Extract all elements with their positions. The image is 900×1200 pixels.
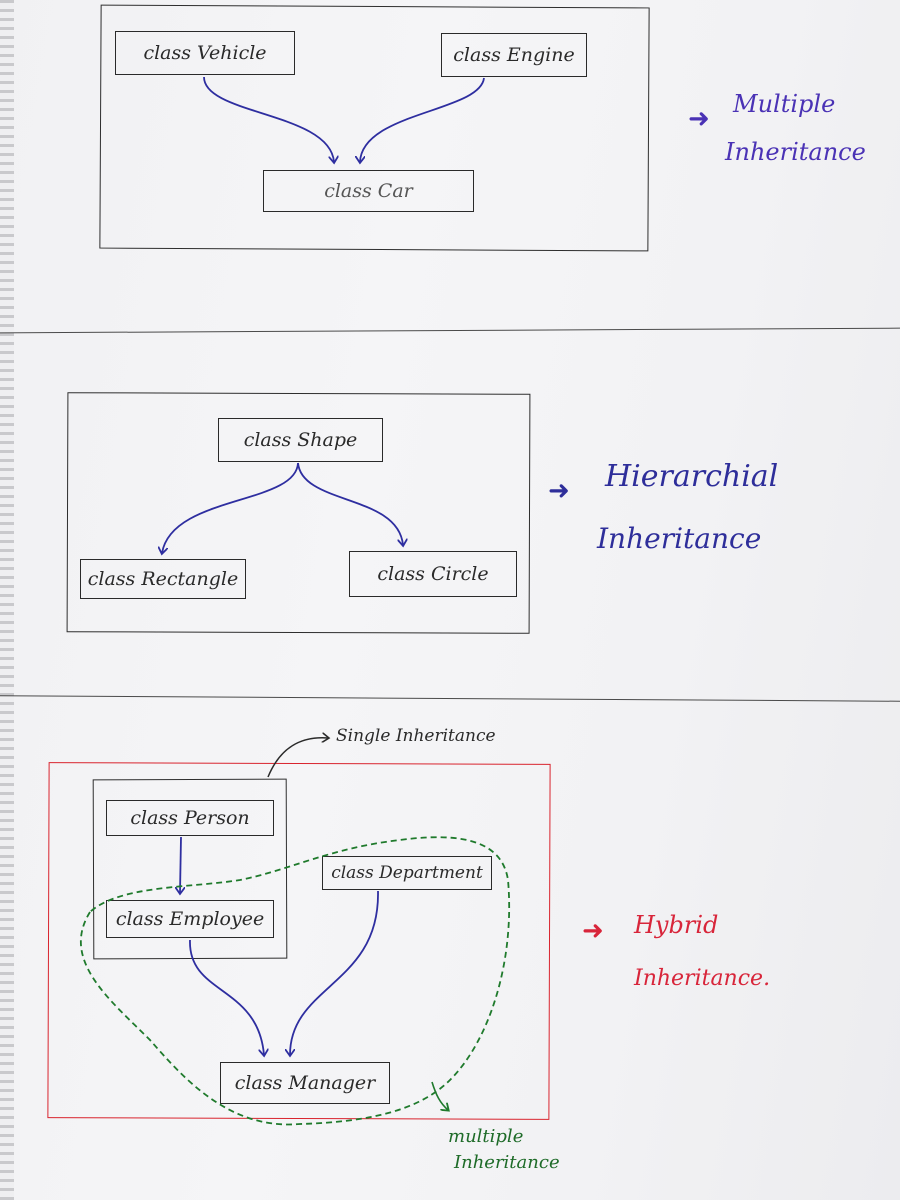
class-shape-box: class Shape xyxy=(218,418,383,462)
arrow-right-icon: ➜ xyxy=(582,916,604,946)
arrow-to-multiple-annotation xyxy=(431,1081,448,1110)
class-engine-label: class Engine xyxy=(453,44,575,66)
single-inheritance-annotation: Single Inheritance xyxy=(336,726,496,746)
class-person-box: class Person xyxy=(106,800,274,836)
arrow-right-icon: ➜ xyxy=(548,476,570,506)
class-manager-label: class Manager xyxy=(234,1072,376,1094)
arrow-to-single-annotation xyxy=(267,738,328,778)
multiple-annotation-line1: multiple xyxy=(448,1126,524,1147)
class-manager-box: class Manager xyxy=(220,1062,390,1104)
class-department-box: class Department xyxy=(322,856,492,890)
class-vehicle-box: class Vehicle xyxy=(115,31,295,75)
arrow-shape-to-rectangle xyxy=(162,462,299,553)
arrow-shape-to-circle xyxy=(297,462,403,545)
multiple-label-line2: Inheritance xyxy=(725,138,866,166)
class-rectangle-label: class Rectangle xyxy=(87,568,239,590)
arrow-right-icon: ➜ xyxy=(688,104,710,134)
arrow-vehicle-to-car xyxy=(203,76,334,162)
multiple-label-line1: Multiple xyxy=(733,90,836,118)
multiple-inheritance-annotation: multiple Inheritance xyxy=(448,1124,560,1176)
arrow-department-to-manager xyxy=(290,890,379,1055)
arrow-person-to-employee xyxy=(180,836,181,893)
multiple-inheritance-dashed-outline xyxy=(79,836,511,1126)
class-car-box: class Car xyxy=(263,170,474,212)
class-engine-box: class Engine xyxy=(441,33,587,77)
hierarchial-label-line2: Inheritance xyxy=(597,522,762,555)
multiple-annotation-line2: Inheritance xyxy=(454,1152,560,1173)
hybrid-label-line2: Inheritance. xyxy=(634,966,771,991)
class-circle-label: class Circle xyxy=(377,563,489,585)
class-employee-label: class Employee xyxy=(115,908,265,930)
hybrid-inheritance-label: Hybrid Inheritance. xyxy=(634,898,770,1006)
multiple-inheritance-label: Multiple Inheritance xyxy=(725,80,866,176)
class-circle-box: class Circle xyxy=(349,551,517,597)
hybrid-label-line1: Hybrid xyxy=(634,911,719,939)
single-annotation-text: Single Inheritance xyxy=(336,726,496,746)
class-rectangle-box: class Rectangle xyxy=(80,559,246,599)
hierarchial-inheritance-label: Hierarchial Inheritance xyxy=(597,446,779,570)
class-vehicle-label: class Vehicle xyxy=(143,42,267,64)
class-shape-label: class Shape xyxy=(243,429,358,451)
hierarchial-label-line1: Hierarchial xyxy=(605,459,779,494)
class-department-label: class Department xyxy=(331,863,483,883)
notebook-binding xyxy=(0,0,14,1200)
class-employee-box: class Employee xyxy=(106,900,274,938)
arrow-engine-to-car xyxy=(360,77,485,162)
class-car-label: class Car xyxy=(324,180,413,202)
arrow-employee-to-manager xyxy=(189,939,264,1055)
class-person-label: class Person xyxy=(130,807,250,829)
